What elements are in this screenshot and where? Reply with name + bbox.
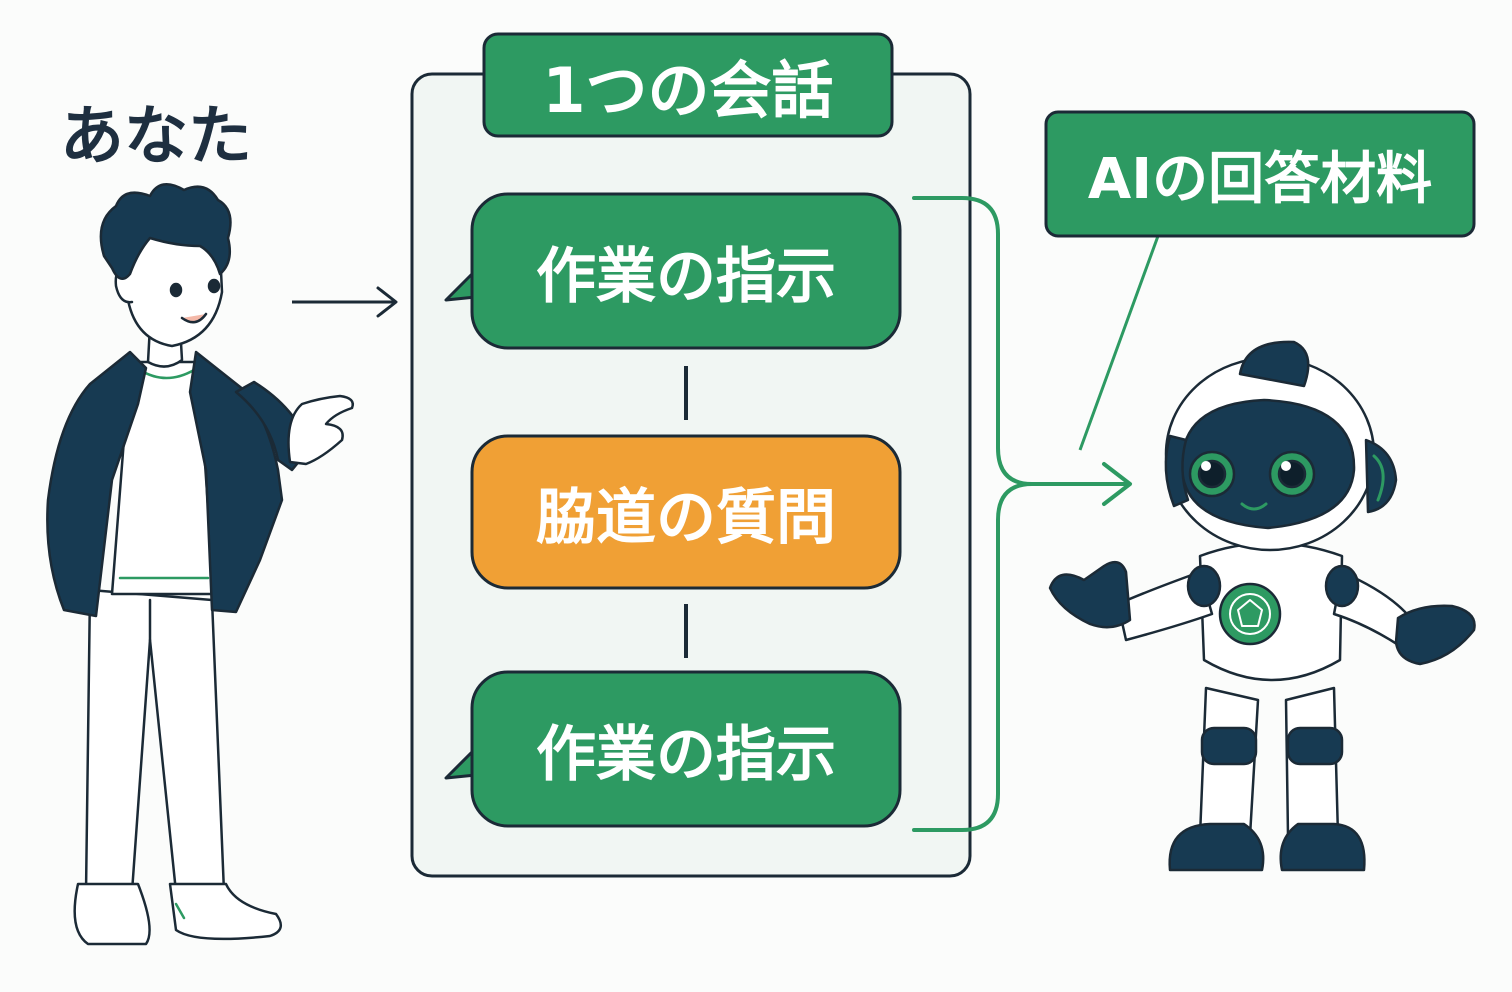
user-label: あなた — [60, 100, 252, 174]
message-bubble-tangent: 脇道の質問 — [536, 482, 836, 553]
conversation-title: 1つの会話 — [542, 54, 834, 127]
person-icon — [46, 183, 354, 946]
message-bubble-instruction-2: 作業の指示 — [536, 719, 836, 790]
ai-callout-line — [1078, 235, 1160, 451]
conversation-title-box — [482, 32, 894, 138]
tangent-bubble-box — [470, 434, 902, 590]
ai-response-material-label: AIの回答材料 — [1087, 146, 1433, 212]
user-to-conversation-arrow — [292, 286, 398, 318]
ai-label-box — [1044, 110, 1476, 238]
message-bubble-box — [470, 670, 902, 828]
robot-icon — [1048, 340, 1476, 872]
message-bubble-box — [470, 192, 902, 350]
bracket-arrow — [912, 196, 1132, 832]
message-bubble-instruction-1: 作業の指示 — [536, 241, 836, 312]
